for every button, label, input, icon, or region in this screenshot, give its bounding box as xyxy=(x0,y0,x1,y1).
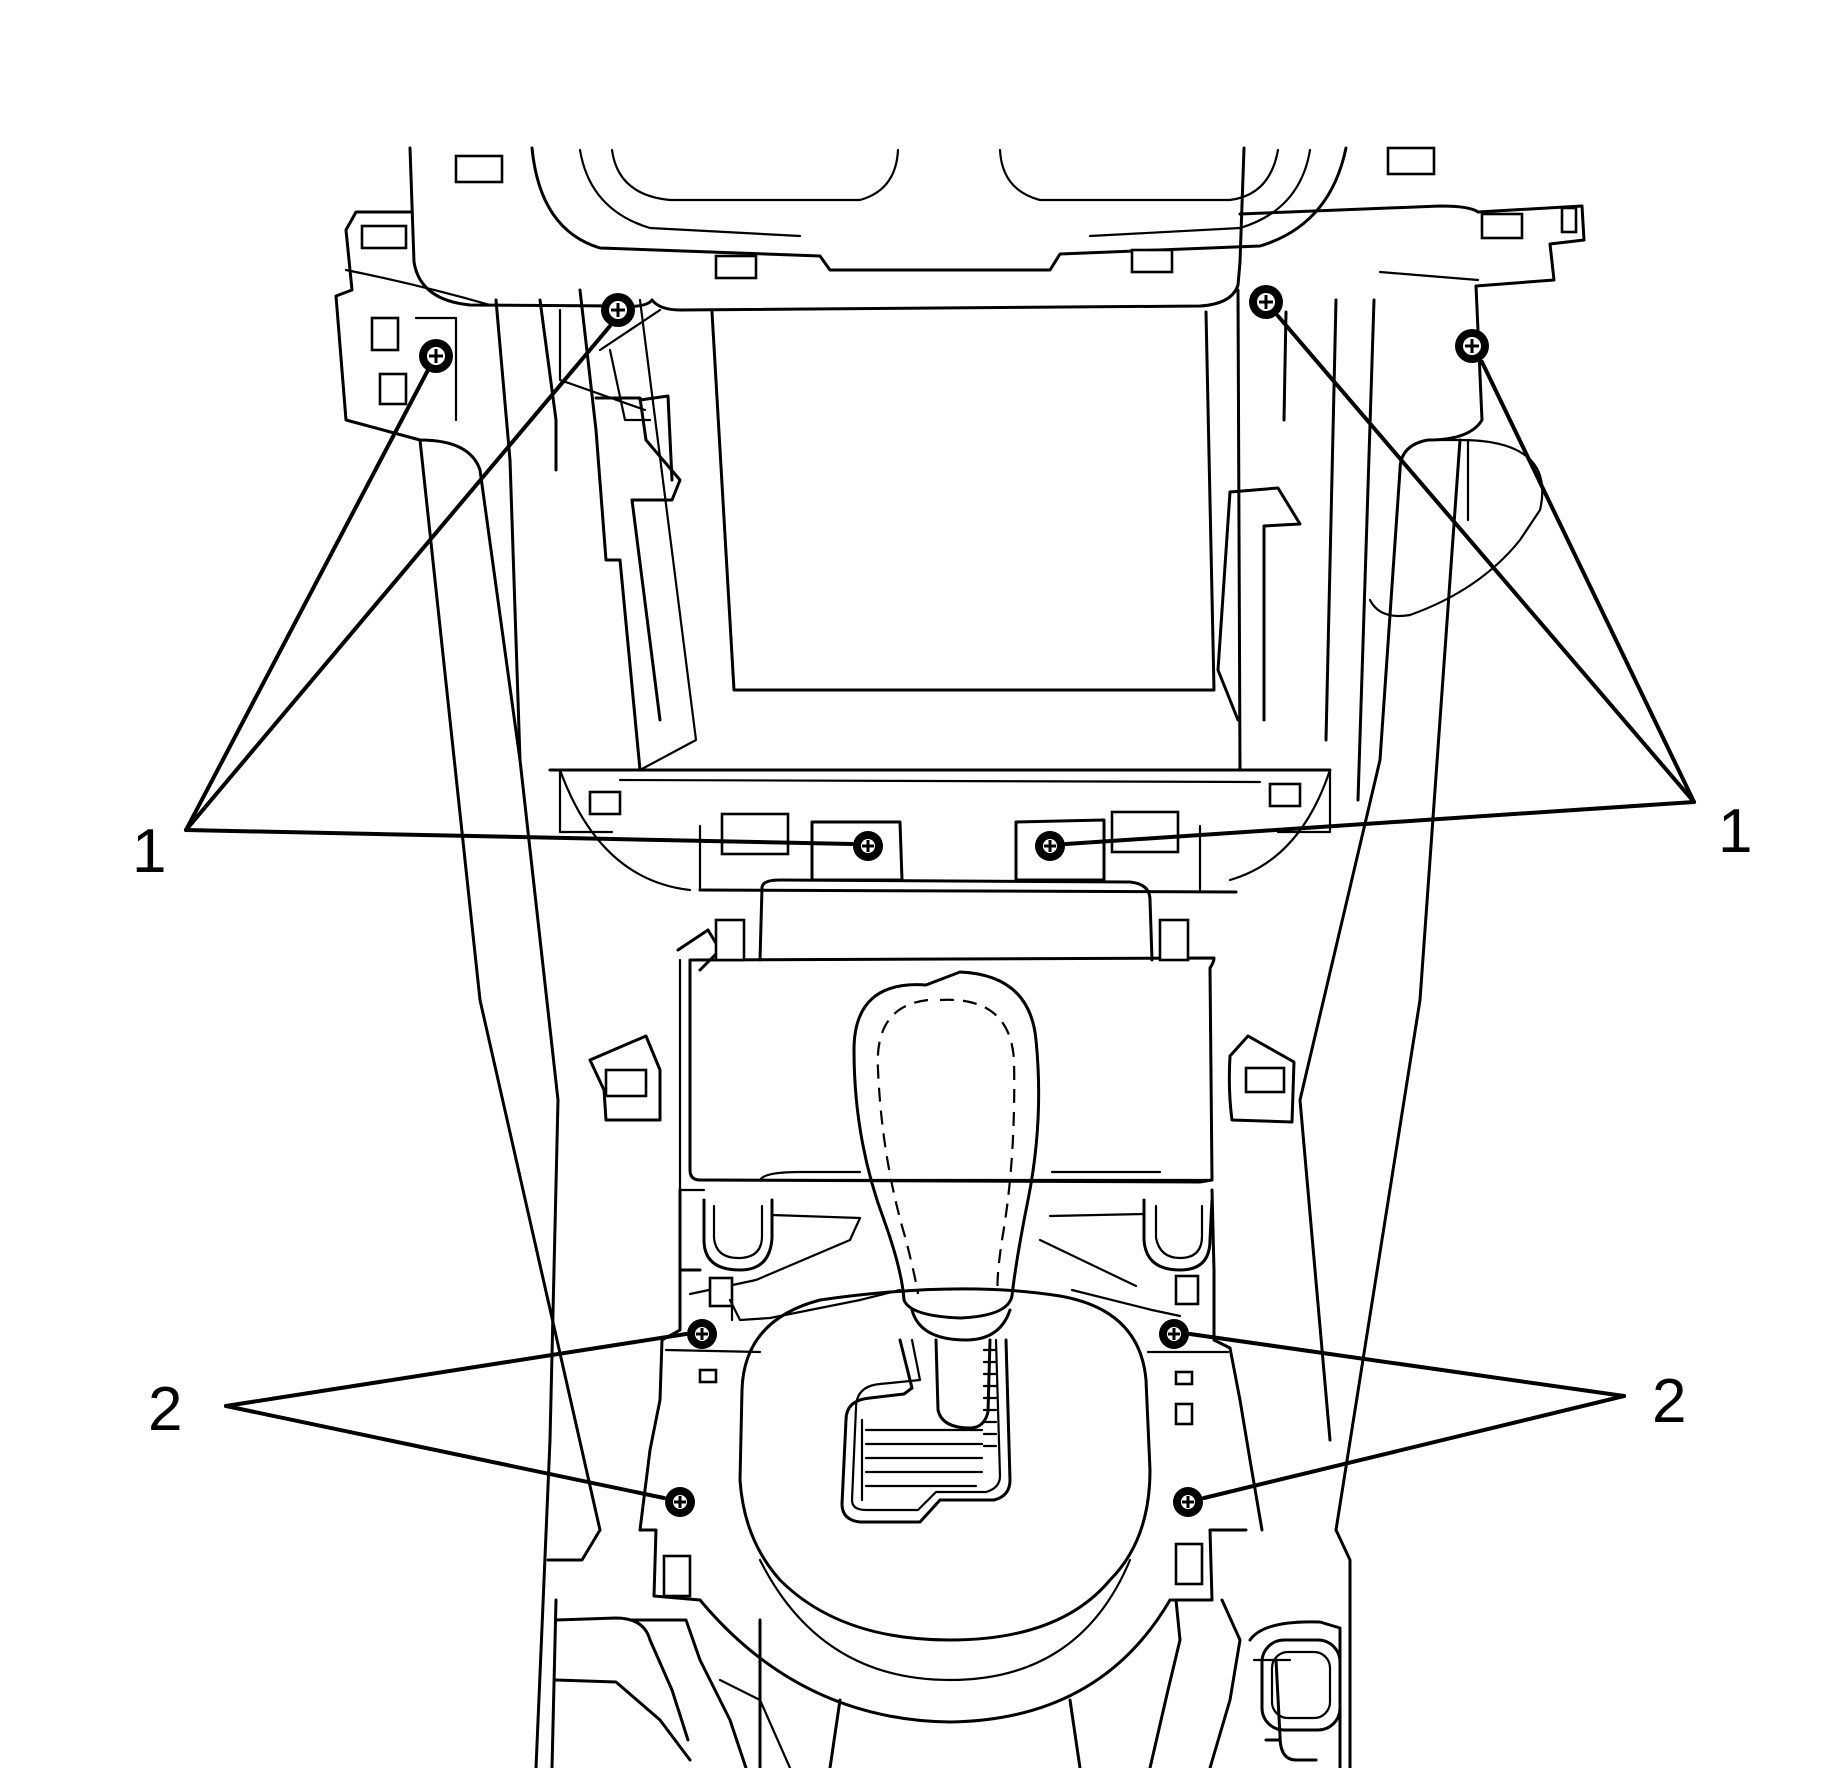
bezel-slot xyxy=(714,254,758,280)
storage-bin xyxy=(676,878,1238,1192)
screw-icon xyxy=(1159,1319,1189,1349)
screw-icon xyxy=(687,1319,717,1349)
fastener-group-1 xyxy=(419,285,1489,861)
leader-lines-1 xyxy=(184,314,1696,846)
screw-icon xyxy=(601,293,635,327)
screw-icon xyxy=(1455,329,1489,363)
left-bracket xyxy=(334,210,492,472)
shift-knob xyxy=(852,970,1041,1430)
upper-bezel xyxy=(408,146,1436,312)
callout-2-left: 2 xyxy=(148,1375,182,1444)
screw-icon xyxy=(1035,831,1065,861)
lower-clips xyxy=(678,1188,1216,1296)
bezel-slot xyxy=(1386,146,1436,176)
shift-gate xyxy=(840,1338,1012,1524)
console-side-walls xyxy=(418,438,1462,1768)
screw-icon xyxy=(853,831,883,861)
screw-icon xyxy=(419,339,453,373)
leader-lines-2 xyxy=(224,1332,1626,1500)
screw-icon xyxy=(1249,285,1283,319)
fastener-group-2 xyxy=(665,1319,1203,1517)
lower-console xyxy=(546,1528,1352,1768)
screw-icon xyxy=(1173,1487,1203,1517)
side-clips xyxy=(588,1034,1296,1124)
lower-cubby xyxy=(1260,1638,1342,1732)
center-stack-opening xyxy=(494,288,1376,802)
gate-ribs xyxy=(864,1348,998,1488)
mid-tabs xyxy=(558,768,1332,892)
callout-2-right: 2 xyxy=(1652,1367,1686,1436)
callout-1-left: 1 xyxy=(132,817,166,886)
screw-icon xyxy=(665,1487,695,1517)
bezel-slot xyxy=(1130,248,1174,274)
right-bracket xyxy=(1238,204,1586,618)
shift-boot-dish xyxy=(698,1287,1172,1724)
callout-1-right: 1 xyxy=(1718,797,1752,866)
bezel-slot xyxy=(454,154,504,184)
shift-plate xyxy=(638,1268,1264,1602)
